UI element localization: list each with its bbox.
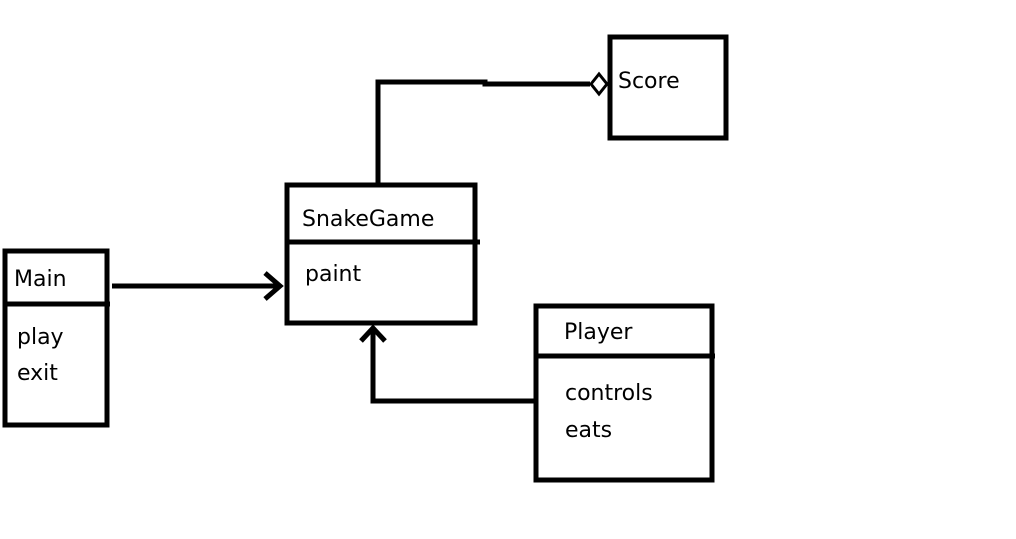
player-method-eats: eats <box>565 418 613 443</box>
player-to-snakegame-line <box>370 330 536 404</box>
player-method-controls: controls <box>565 381 653 406</box>
player-class-name: Player <box>564 320 633 345</box>
score-class-box <box>607 34 729 141</box>
score-aggregation-diamond <box>589 71 609 97</box>
main-to-snakegame-arrowhead <box>263 271 284 301</box>
snakegame-class-box <box>284 182 478 326</box>
player-class-box <box>533 303 715 483</box>
snakegame-to-score-line <box>375 79 590 185</box>
snakegame-method-paint: paint <box>305 262 362 287</box>
main-method-exit: exit <box>17 361 58 386</box>
score-class-name: Score <box>618 69 680 94</box>
main-class-box <box>2 248 110 428</box>
snakegame-class-name: SnakeGame <box>302 207 435 232</box>
main-method-play: play <box>17 325 64 350</box>
main-class-name: Main <box>14 267 67 292</box>
player-to-snakegame-arrowhead <box>359 324 387 343</box>
